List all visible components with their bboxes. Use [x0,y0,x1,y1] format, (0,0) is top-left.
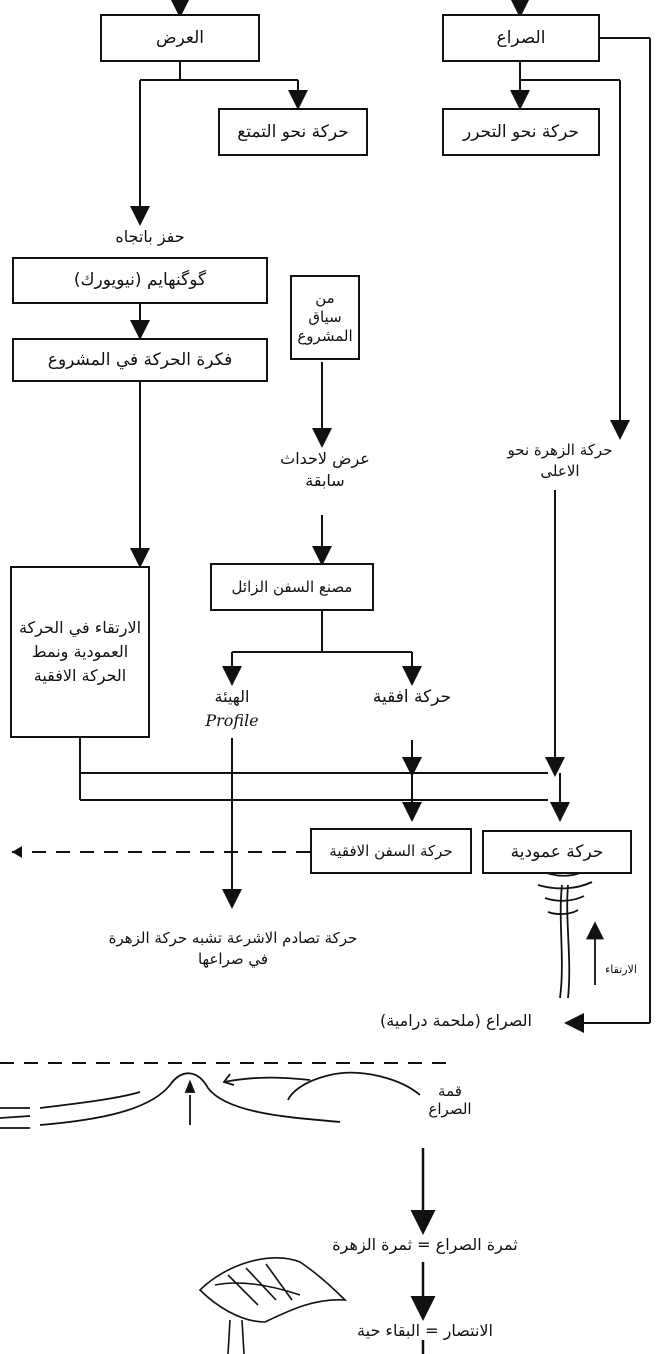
horizontal-motion-label: حركة افقية [372,687,452,707]
guggenheim-box: گوگنهايم (نيويورك) [12,257,268,304]
vertical-motion-box: حركة عمودية [482,830,632,874]
peak-sketch-icon [0,1071,421,1129]
leaf-sketch-icon [198,1257,348,1354]
enjoy-motion-box: حركة نحو التمتع [218,108,368,156]
display-box: العرض [100,14,260,62]
conflict-fruit-label: ثمرة الصراع = ثمرة الزهرة [332,1235,518,1254]
project-context-box: من سياق المشروع [290,275,360,360]
profile-ar-label: الهيئة [214,687,250,706]
victory-label: الانتصار = البقاء حية [357,1321,493,1340]
past-events-label: عرض لاحداث سابقة [280,449,370,491]
flower-sketch-icon [537,854,604,999]
vertical-rise-box: الارتقاء في الحركة العمودية ونمط الحركة … [10,566,150,738]
ship-horizontal-box: حركة السفن الافقية [310,828,472,874]
conflict-box: الصراع [442,14,600,62]
museum-direction-label: حفز باتجاه [115,227,185,246]
conflict-drama-label: الصراع (ملحمة درامية) [380,1011,532,1030]
liberation-motion-box: حركة نحو التحرر [442,108,600,156]
shipyard-box: مصنع السفن الزائل [210,563,374,611]
flower-motion-up-label: حركة الزهرة نحو الاعلى [507,441,613,480]
conflict-peak-label: قمة الصراع [428,1082,472,1118]
profile-en-label: Profile [205,711,259,730]
rise-label: الارتقاء [605,963,637,976]
motion-idea-box: فكرة الحركة في المشروع [12,338,268,382]
masts-collision-label: حركة تصادم الاشرعة تشبه حركة الزهرة في ص… [108,929,358,968]
